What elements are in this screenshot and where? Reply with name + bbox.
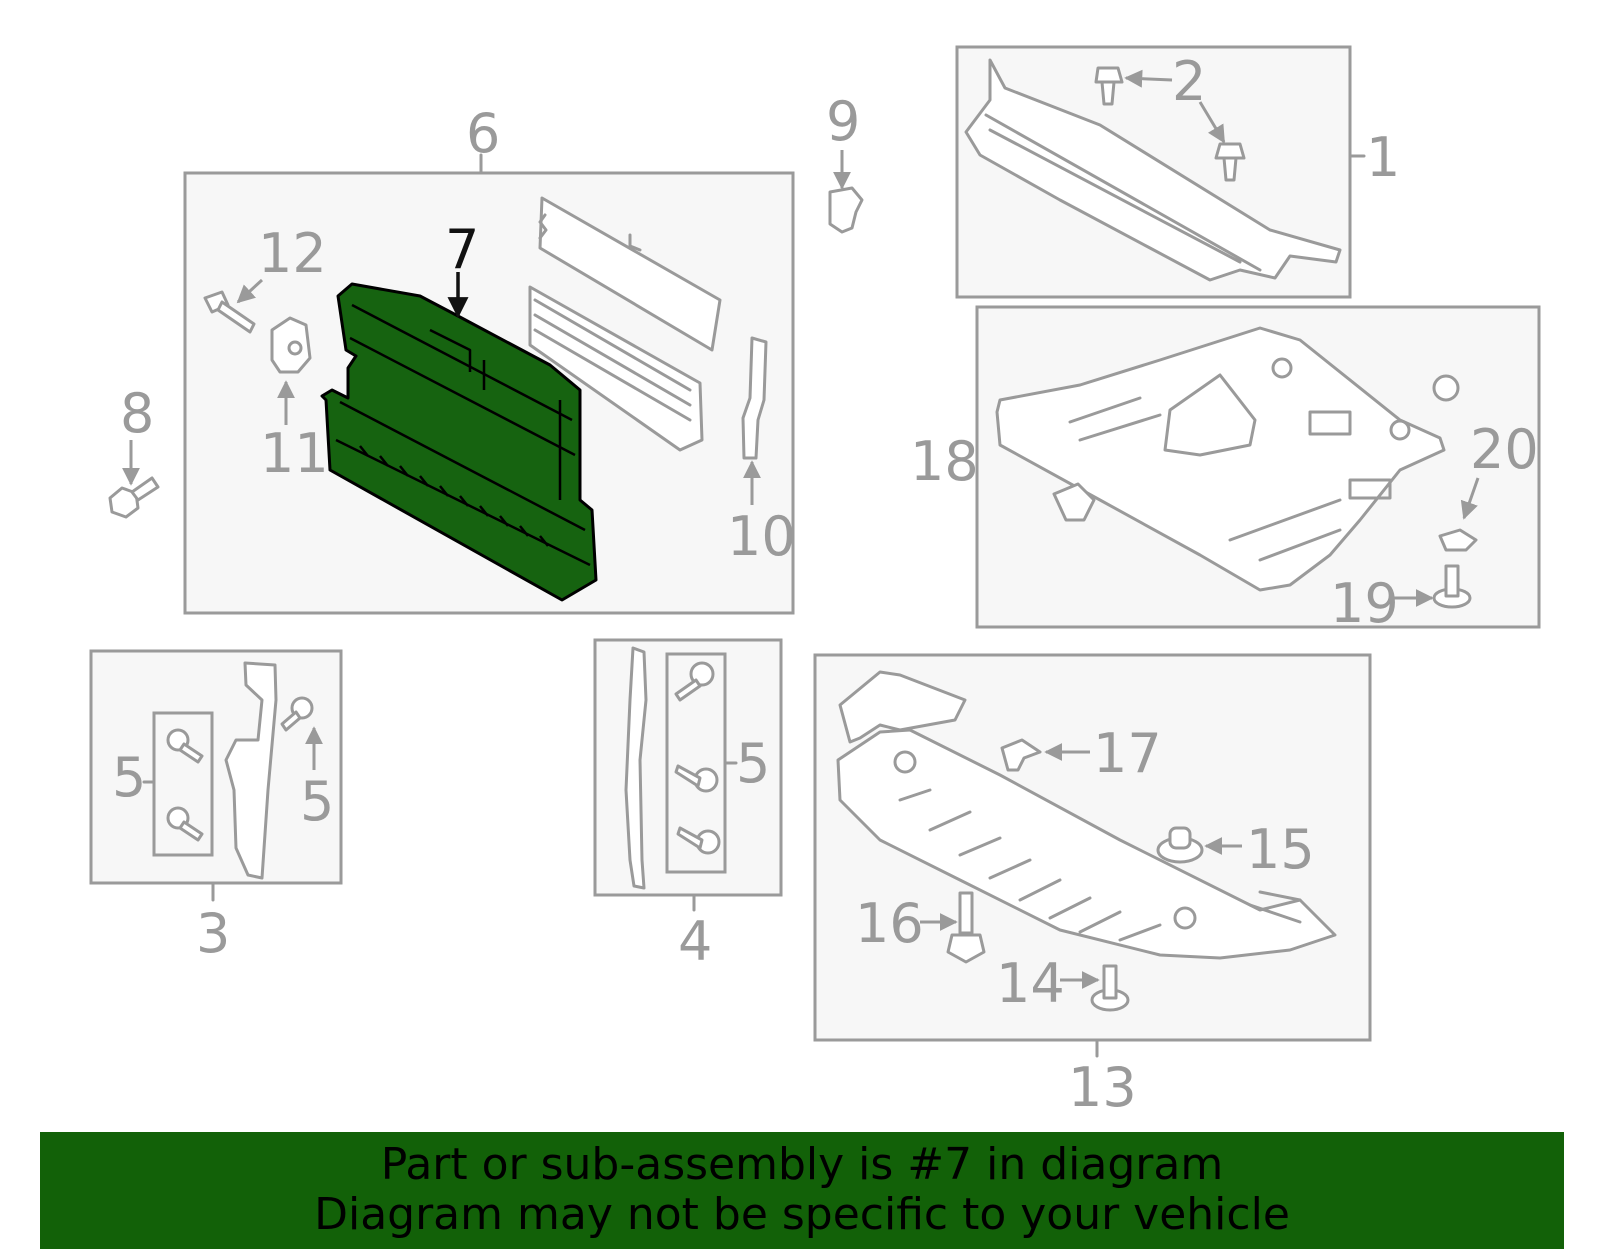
label-4[interactable]: 4: [678, 910, 712, 973]
label-13[interactable]: 13: [1068, 1056, 1137, 1119]
label-3[interactable]: 3: [196, 902, 230, 965]
arrow-2: [1124, 69, 1226, 144]
label-5-left[interactable]: 5: [112, 746, 146, 809]
part-15-pin: [1156, 826, 1204, 864]
part-5-screws-box-4: [674, 661, 721, 855]
part-9-clip: [828, 186, 864, 234]
label-7[interactable]: 7: [445, 218, 479, 281]
part-1-upper-shield: [964, 58, 1342, 282]
label-20[interactable]: 20: [1470, 418, 1539, 481]
label-1[interactable]: 1: [1366, 126, 1400, 189]
label-12[interactable]: 12: [258, 222, 327, 285]
part-17-clip: [1000, 738, 1042, 772]
part-19-screw: [1432, 564, 1472, 609]
part-20-nut: [1432, 374, 1478, 552]
label-10[interactable]: 10: [727, 505, 796, 568]
assembly-box-3: [89, 649, 343, 902]
label-5-box-4[interactable]: 5: [736, 732, 770, 795]
label-5-right[interactable]: 5: [300, 770, 334, 833]
label-15[interactable]: 15: [1246, 818, 1315, 881]
info-banner: Part or sub-assembly is #7 in diagram Di…: [40, 1132, 1564, 1249]
part-8-bolt: [108, 476, 160, 519]
part-2-push-pin: [1094, 66, 1246, 182]
label-14[interactable]: 14: [996, 952, 1065, 1015]
label-11[interactable]: 11: [260, 422, 329, 485]
arrow-12: [236, 278, 264, 304]
part-14-screw: [1090, 964, 1130, 1012]
part-13-under-shield: [836, 670, 1337, 960]
banner-line-1: Part or sub-assembly is #7 in diagram: [380, 1139, 1224, 1190]
part-3-deflector: [224, 661, 278, 880]
label-17[interactable]: 17: [1093, 722, 1162, 785]
label-18[interactable]: 18: [910, 430, 979, 493]
label-6[interactable]: 6: [466, 102, 500, 165]
part-11-bracket: [270, 316, 312, 374]
part-4-deflector: [624, 646, 648, 890]
part-5-screw: [166, 696, 314, 842]
banner-line-2: Diagram may not be specific to your vehi…: [314, 1189, 1290, 1240]
arrow-20: [1460, 477, 1480, 520]
label-8[interactable]: 8: [120, 382, 154, 445]
part-16-bolt: [946, 891, 986, 964]
label-2[interactable]: 2: [1172, 50, 1206, 113]
label-16[interactable]: 16: [855, 892, 924, 955]
part-12-bolt: [203, 290, 256, 334]
part-18-clip: [1052, 482, 1096, 522]
radiator-panel-lower: [528, 285, 704, 452]
label-9[interactable]: 9: [826, 90, 860, 153]
part-10-bracket: [741, 336, 768, 460]
radiator-panel-upper: [538, 196, 722, 352]
label-19[interactable]: 19: [1330, 572, 1399, 635]
